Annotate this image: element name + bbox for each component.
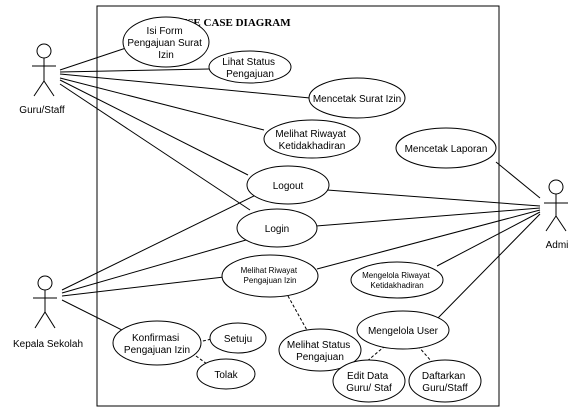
actor-kepala-label: Kepala Sekolah bbox=[13, 339, 83, 350]
actor-admin-label: Admi bbox=[546, 240, 569, 251]
uc-melihat-status-kepala-label: Melihat Status Pengajuan bbox=[287, 340, 353, 363]
assoc-admin-riwayat-pengajuan bbox=[316, 209, 541, 270]
uc-isi-form bbox=[122, 16, 210, 68]
uc-konfirmasi-label: Konfirmasi Pengajuan Izin bbox=[124, 333, 190, 356]
actor-kepala-sekolah bbox=[33, 275, 57, 329]
dep-user-edit bbox=[365, 345, 386, 363]
assoc-kepala-konfirmasi bbox=[61, 299, 129, 334]
uc-melihat-riwayat-ketidak-label: Melihat Riwayat Ketidakhadiran bbox=[275, 129, 348, 152]
assoc-kepala-riwayat-pengajuan bbox=[61, 276, 225, 297]
associations bbox=[59, 47, 541, 334]
diagram-title: USE CASE DIAGRAM bbox=[179, 17, 291, 29]
assoc-admin-logout bbox=[326, 189, 541, 207]
uc-mencetak-surat bbox=[308, 77, 406, 119]
uc-edit-data bbox=[332, 359, 406, 403]
actor-admin bbox=[544, 179, 568, 232]
uc-logout-label: Logout bbox=[273, 181, 304, 192]
assoc-guru-melihat-riwayat bbox=[59, 77, 265, 131]
actor-guru-head bbox=[36, 43, 52, 59]
uc-melihat-status-kepala bbox=[278, 328, 362, 372]
uc-mencetak-laporan bbox=[395, 127, 497, 169]
dep-user-daftarkan bbox=[417, 345, 433, 363]
actor-guru-staff bbox=[32, 43, 56, 97]
assoc-kepala-logout bbox=[61, 194, 257, 291]
actor-kepala-head bbox=[37, 275, 53, 291]
uc-edit-data-label: Edit Data Guru/ Staf bbox=[346, 371, 392, 394]
uc-melihat-riwayat-pengajuan bbox=[221, 254, 319, 298]
uc-melihat-riwayat-pengajuan-label: Melihat Riwayat Pengajuan Izin bbox=[241, 266, 300, 285]
assoc-admin-login bbox=[315, 207, 541, 227]
use-case-labels: Isi Form Pengajuan Surat Izin Lihat Stat… bbox=[124, 26, 488, 394]
assoc-guru-logout bbox=[59, 79, 249, 176]
assoc-kepala-login bbox=[61, 239, 247, 294]
assoc-admin-mencetak-laporan bbox=[495, 161, 541, 199]
actor-guru-label: Guru/Staff bbox=[19, 105, 65, 116]
uc-mengelola-riwayat bbox=[350, 261, 444, 299]
system-boundary bbox=[96, 5, 500, 407]
uc-daftarkan-label: Daftarkan Guru/Staff bbox=[422, 371, 468, 394]
uc-setuju bbox=[209, 322, 267, 354]
uc-login bbox=[236, 208, 318, 248]
assoc-guru-login bbox=[59, 83, 251, 211]
actor-admin-head bbox=[548, 179, 564, 195]
uc-mengelola-user bbox=[356, 310, 450, 350]
assoc-admin-mengelola-user bbox=[437, 213, 541, 319]
assoc-guru-lihat-status bbox=[59, 68, 210, 73]
assoc-admin-mengelola-riwayat bbox=[436, 211, 541, 267]
uc-mengelola-user-label: Mengelola User bbox=[368, 326, 439, 337]
uc-lihat-status-guru-label: Lihat Status Pengajuan bbox=[222, 57, 278, 80]
uc-login-label: Login bbox=[265, 224, 289, 235]
uc-isi-form-label: Isi Form Pengajuan Surat Izin bbox=[127, 26, 204, 61]
use-cases bbox=[112, 16, 497, 403]
assoc-guru-mencetak-surat bbox=[59, 73, 311, 99]
uc-melihat-riwayat-ketidak bbox=[263, 119, 361, 159]
uc-tolak-label: Tolak bbox=[214, 370, 238, 381]
uc-lihat-status-guru bbox=[208, 50, 292, 84]
uc-mengelola-riwayat-label: Mengelola Riwayat Ketidakhadiran bbox=[362, 271, 432, 290]
dep-konfirmasi-tolak bbox=[195, 355, 208, 365]
uc-mencetak-surat-label: Mencetak Surat Izin bbox=[313, 94, 401, 105]
uc-logout bbox=[246, 165, 330, 205]
uc-daftarkan bbox=[408, 359, 482, 403]
assoc-guru-isi-form bbox=[59, 47, 127, 71]
uc-konfirmasi bbox=[112, 320, 202, 366]
uc-tolak bbox=[196, 358, 256, 390]
uc-setuju-label: Setuju bbox=[224, 334, 252, 345]
dep-riwayat-status bbox=[287, 295, 309, 333]
uc-mencetak-laporan-label: Mencetak Laporan bbox=[405, 144, 488, 155]
